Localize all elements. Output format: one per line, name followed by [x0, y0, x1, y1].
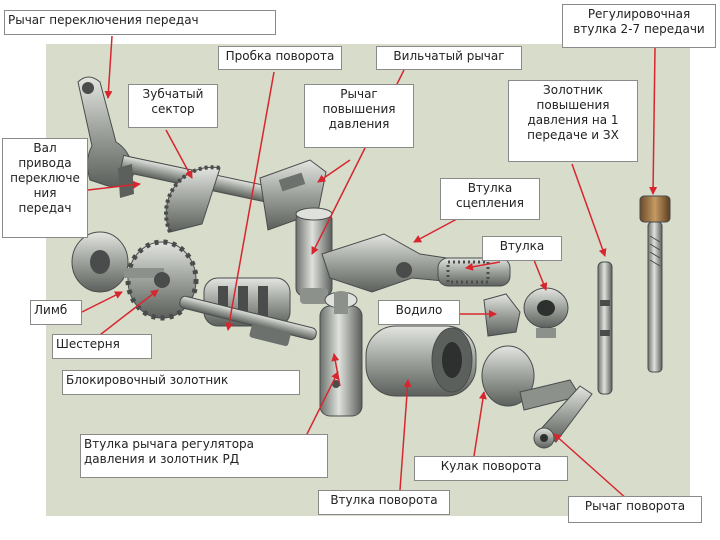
adjusting-sleeve-part — [639, 195, 671, 373]
label-turn-plug: Пробка поворота — [218, 46, 342, 70]
toothed-sector-part — [164, 165, 221, 233]
small-sleeve-part — [483, 293, 521, 337]
gear-part — [124, 239, 199, 321]
label-fork-lever: Вильчатый рычаг — [376, 46, 522, 70]
turn-cam-part — [481, 345, 581, 411]
clutch-sleeve-part — [437, 257, 511, 287]
label-turn-cam: Кулак поворота — [414, 456, 568, 481]
limb-part — [71, 231, 129, 293]
label-shift-lever: Рычаг переключения передач — [4, 10, 276, 35]
label-sleeve: Втулка — [482, 236, 562, 261]
pressure-spool-part — [597, 261, 613, 395]
label-shift-shaft: Вал привода переключе ния передач — [2, 138, 88, 238]
sleeve-part — [523, 287, 569, 338]
label-pressure-spool: Золотник повышения давления на 1 передач… — [508, 80, 638, 162]
turn-lever-part — [533, 385, 593, 449]
label-blocking-spool: Блокировочный золотник — [62, 370, 300, 395]
label-limb: Лимб — [30, 300, 82, 325]
label-toothed-sector: Зубчатый сектор — [128, 84, 218, 128]
label-adjusting-sleeve: Регулировочная втулка 2-7 передачи — [562, 4, 716, 48]
label-gear: Шестерня — [52, 334, 152, 359]
label-turn-sleeve: Втулка поворота — [318, 490, 450, 515]
label-regulator-sleeve: Втулка рычага регулятора давления и золо… — [80, 434, 328, 478]
carrier-part — [365, 325, 477, 397]
regulator-spool-part — [179, 295, 317, 346]
label-clutch-sleeve: Втулка сцепления — [440, 178, 540, 220]
label-carrier: Водило — [378, 300, 460, 325]
label-turn-lever: Рычаг поворота — [568, 496, 702, 523]
blocking-spool-part — [319, 291, 363, 417]
label-pressure-lever: Рычаг повышения давления — [304, 84, 414, 148]
